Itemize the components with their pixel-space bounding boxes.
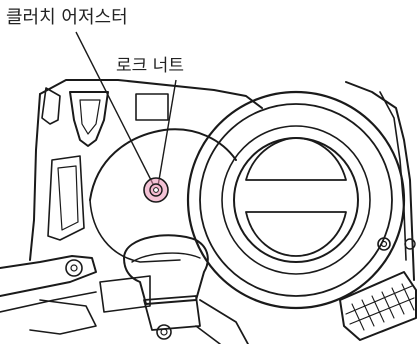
far-right-bolt: [404, 238, 416, 250]
inner-cover-lower: [89, 199, 181, 263]
right-bolt: [377, 237, 391, 251]
lock-nut-label: 로크 너트: [116, 56, 184, 76]
cable-boot: [123, 234, 209, 305]
cable-boot-ridge: [131, 252, 201, 263]
clutch-cover-outer: [186, 90, 406, 310]
pedal-ridges: [345, 283, 415, 331]
cap-groove-upper: [245, 137, 347, 181]
bottom-bolt: [156, 324, 172, 340]
clutch-cover-ring: [199, 103, 393, 297]
cable-rod-2: [195, 325, 221, 344]
lower-linkage-rod: [0, 291, 97, 313]
clutch-adjuster-label: 클러치 어저스터: [6, 7, 128, 28]
left-panel-inner: [57, 165, 79, 231]
bottom-bolt-inner: [160, 328, 168, 336]
lock-nut-leader: [157, 79, 177, 187]
cable-rod: [199, 299, 249, 344]
left-panel: [47, 155, 85, 241]
linkage-bracket: [29, 299, 97, 335]
cap-groove-lower: [245, 211, 347, 257]
linkage-bolt: [65, 259, 83, 277]
right-bolt-inner: [380, 240, 388, 248]
linkage-bolt-inner: [70, 264, 78, 272]
lower-linkage: [0, 255, 97, 297]
upper-tab-inner: [79, 99, 101, 135]
clutch-cover-inner-ring: [221, 125, 371, 275]
inspection-window: [135, 93, 169, 121]
cable-boot-lower: [143, 295, 201, 331]
clutch-cover-cap: [233, 137, 359, 263]
upper-left-tab: [69, 91, 109, 147]
clutch-adjuster-screw: [153, 187, 159, 193]
engine-case-left-edge: [29, 93, 41, 261]
engine-case-outline: [39, 79, 263, 109]
pedal-rubber: [339, 271, 417, 341]
upper-left-bracket: [41, 87, 61, 125]
engine-case-right-inner: [379, 91, 407, 261]
engine-case-right-edge: [345, 81, 415, 281]
clutch-adjuster-leader: [75, 31, 155, 187]
